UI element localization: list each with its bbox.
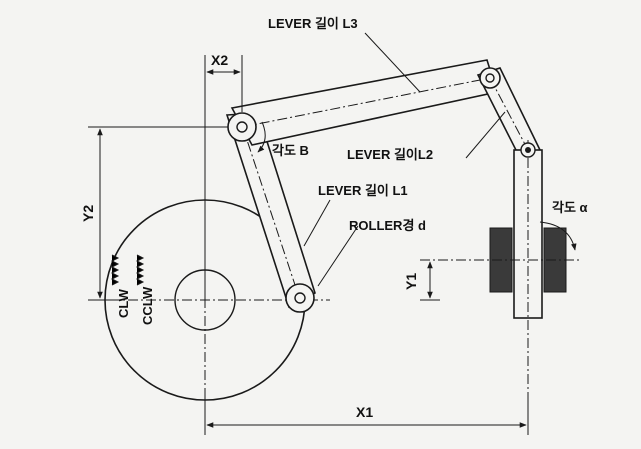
dimension-x1 — [204, 395, 529, 435]
roller-blocks — [420, 227, 580, 293]
output-shaft — [513, 140, 543, 430]
pivot-shaft — [520, 142, 536, 158]
angle-b-label: 각도 B — [272, 143, 309, 158]
lever-l3 — [230, 59, 499, 146]
spring-mark-clw — [110, 254, 120, 286]
angle-a-label: 각도 α — [552, 200, 588, 215]
cclw-label: CCLW — [140, 286, 155, 325]
y1-label: Y1 — [403, 273, 419, 290]
spring-mark-cclw — [135, 254, 145, 286]
x2-label: X2 — [211, 52, 228, 68]
dimension-y1 — [420, 261, 440, 301]
roller-follower — [285, 283, 315, 313]
x1-label: X1 — [356, 404, 373, 420]
lever-l2-label: LEVER 길이L2 — [347, 147, 433, 162]
dimension-x2 — [204, 55, 243, 300]
angle-b-arc — [257, 121, 266, 153]
y2-label: Y2 — [80, 205, 96, 222]
angle-a-arc — [539, 221, 577, 251]
roller-label: ROLLER경 d — [349, 218, 426, 233]
pivot-right — [479, 67, 501, 89]
pivot-top — [227, 112, 257, 142]
dimension-y2 — [88, 126, 228, 301]
lever-l3-label: LEVER 길이 L3 — [268, 16, 358, 31]
lever-l1-label: LEVER 길이 L1 — [318, 183, 408, 198]
clw-label: CLW — [116, 288, 131, 318]
leader-lines — [303, 32, 506, 287]
